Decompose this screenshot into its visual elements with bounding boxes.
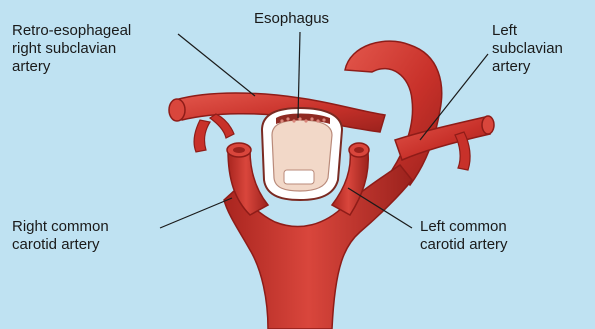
label-retro-esophageal-right-subclavian-artery: Retro-esophageal right subclavian artery <box>12 22 131 76</box>
left-carotid-lumen <box>354 147 364 153</box>
retroesophageal-subclavian-end <box>169 99 185 121</box>
label-right-common-carotid-artery: Right common carotid artery <box>12 218 109 254</box>
subclavian-branch-2 <box>210 114 234 138</box>
label-esophagus: Esophagus <box>254 10 329 28</box>
leader-retro-subclavian <box>178 34 255 96</box>
label-left-subclavian-artery: Left subclavian artery <box>492 22 563 76</box>
subclavian-branch-1 <box>194 120 210 152</box>
left-subclavian-artery-shape <box>395 117 490 160</box>
leader-right-carotid <box>160 198 232 228</box>
label-left-common-carotid-artery: Left common carotid artery <box>420 218 508 254</box>
right-carotid-lumen <box>233 147 245 153</box>
esophagus-inner-fold <box>284 170 314 184</box>
left-subclavian-end <box>482 116 494 134</box>
